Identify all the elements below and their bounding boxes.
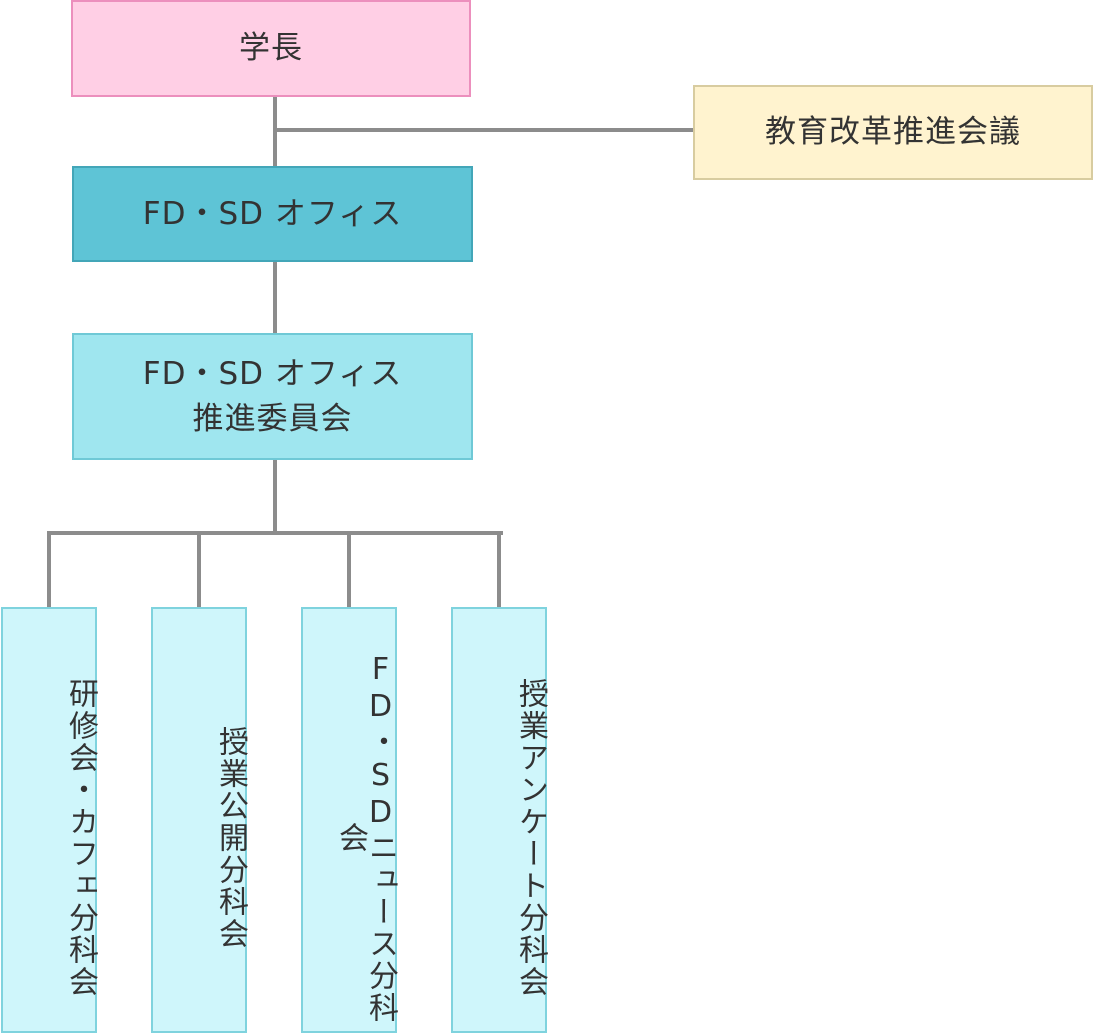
subcommittee-label-news: FD・SDニュース分科会 xyxy=(333,652,398,1024)
connector-office-committee xyxy=(273,262,277,333)
council-label: 教育改革推進会議 xyxy=(765,114,1021,151)
connector-council xyxy=(275,128,693,132)
subcommittee-label-open-class: 授業公開分科会 xyxy=(213,726,248,950)
connector-committee-down xyxy=(273,460,277,535)
subcommittee-label-survey: 授業アンケート分科会 xyxy=(513,678,548,998)
committee-label-line1: FD・SD オフィス xyxy=(142,355,403,392)
subcommittee-box-workshop: 研修会・カフェ分科会 xyxy=(1,607,98,1033)
connector-sub2 xyxy=(197,531,201,607)
connector-sub1 xyxy=(47,531,51,607)
council-box: 教育改革推進会議 xyxy=(693,85,1093,180)
connector-sub4 xyxy=(497,531,501,607)
subcommittee-box-news: FD・SDニュース分科会 xyxy=(301,607,398,1033)
connector-sub3 xyxy=(347,531,351,607)
subcommittee-box-survey: 授業アンケート分科会 xyxy=(451,607,548,1033)
office-box: FD・SD オフィス xyxy=(72,166,473,262)
president-label: 学長 xyxy=(239,30,303,67)
subcommittee-box-open-class: 授業公開分科会 xyxy=(151,607,248,1033)
president-box: 学長 xyxy=(71,0,471,97)
office-label: FD・SD オフィス xyxy=(142,195,403,232)
subcommittee-label-workshop: 研修会・カフェ分科会 xyxy=(63,678,98,998)
committee-label-line2: 推進委員会 xyxy=(192,400,353,437)
committee-box: FD・SD オフィス 推進委員会 xyxy=(72,333,473,460)
connector-horizontal-bus xyxy=(47,531,503,535)
